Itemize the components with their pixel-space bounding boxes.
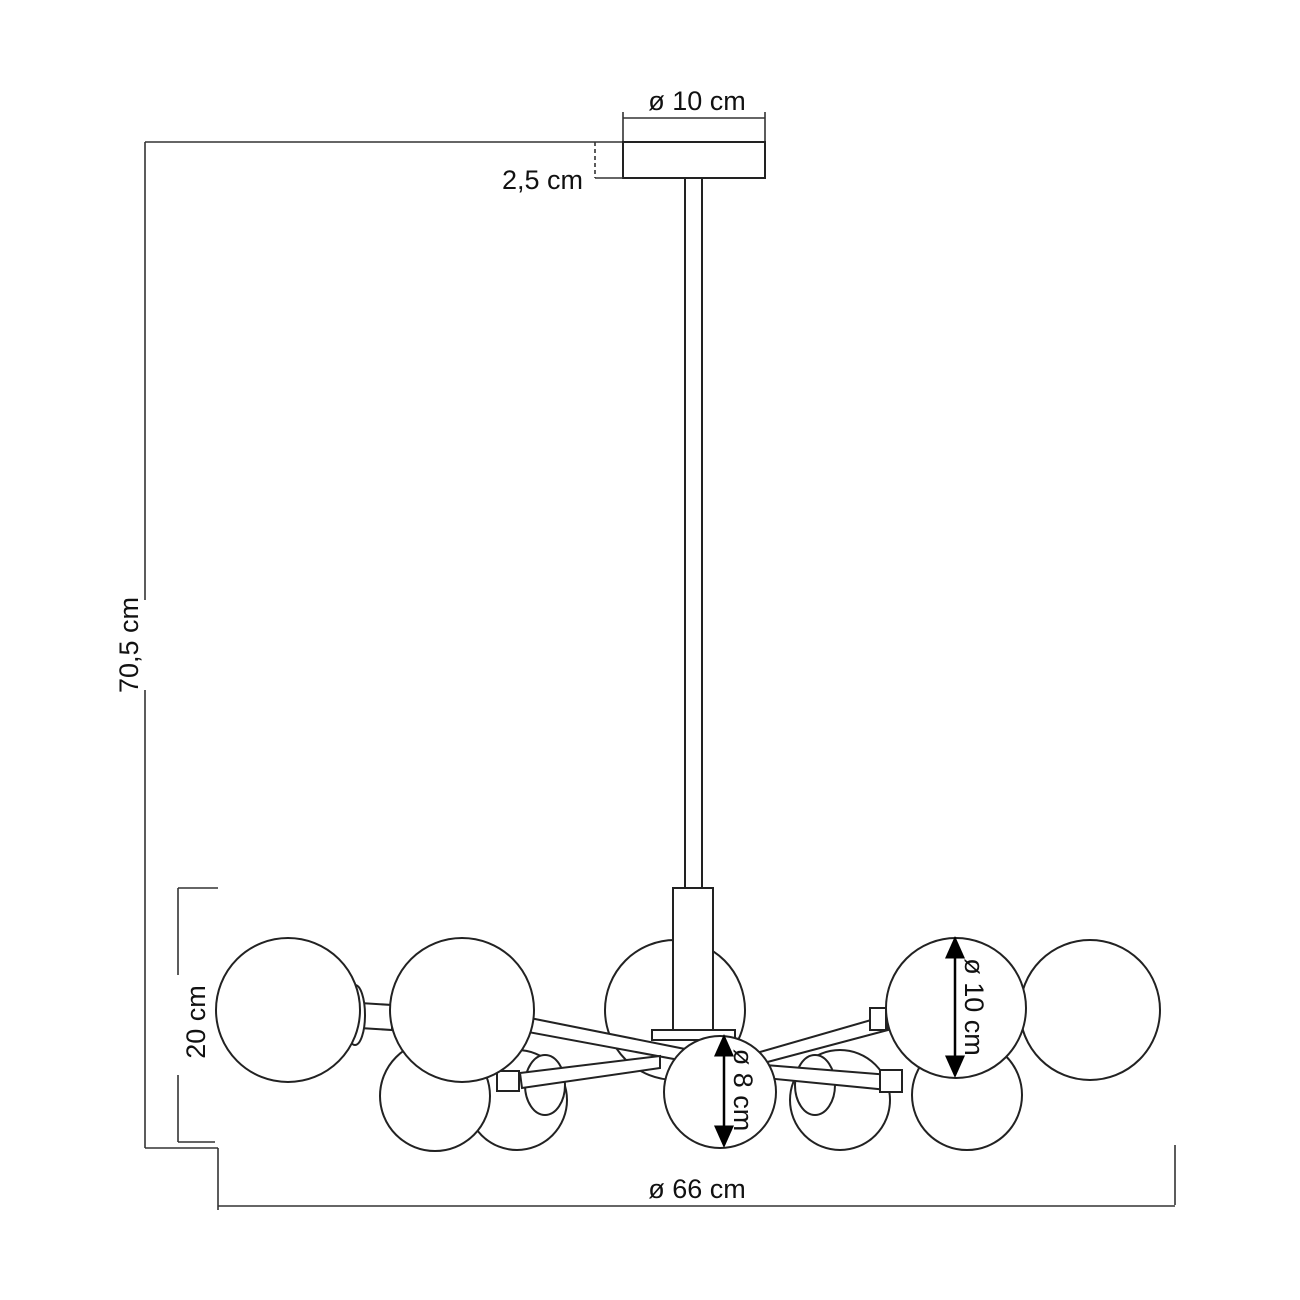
body-height-dimension: 20 cm [177, 887, 218, 1143]
total-height-dimension: 70,5 cm [114, 142, 218, 1149]
canopy-diameter-label: ø 10 cm [648, 86, 746, 116]
globe-outer-right [1019, 939, 1161, 1081]
arm-connector-left [496, 1070, 520, 1092]
lower-cylinder [672, 887, 714, 1031]
small-globe-dimension: ø 8 cm [714, 1034, 758, 1148]
arm-connector-right [879, 1069, 903, 1093]
total-height-label: 70,5 cm [114, 597, 144, 693]
canopy-diameter-dimension: ø 10 cm [622, 86, 766, 142]
arm-left-lower [518, 1054, 661, 1090]
total-diameter-label: ø 66 cm [648, 1174, 746, 1204]
arm-connector-right-upper [869, 1007, 887, 1031]
body-height-label: 20 cm [181, 985, 211, 1059]
suspension-rod [684, 177, 703, 891]
hub-plate [651, 1029, 736, 1041]
ceiling-canopy [622, 141, 766, 179]
canopy-height-label: 2,5 cm [502, 165, 583, 195]
globe-center-front [663, 1035, 777, 1149]
large-globe-dimension: ø 10 cm [945, 936, 989, 1078]
small-globe-diameter-label: ø 8 cm [728, 1049, 758, 1132]
globe-outer-left [215, 937, 361, 1083]
total-diameter-dimension: ø 66 cm [217, 1145, 1176, 1210]
canopy-height-dimension: 2,5 cm [502, 142, 623, 195]
arms [359, 1001, 903, 1093]
globe-inner-left [389, 937, 535, 1083]
large-globe-diameter-label: ø 10 cm [959, 958, 989, 1056]
